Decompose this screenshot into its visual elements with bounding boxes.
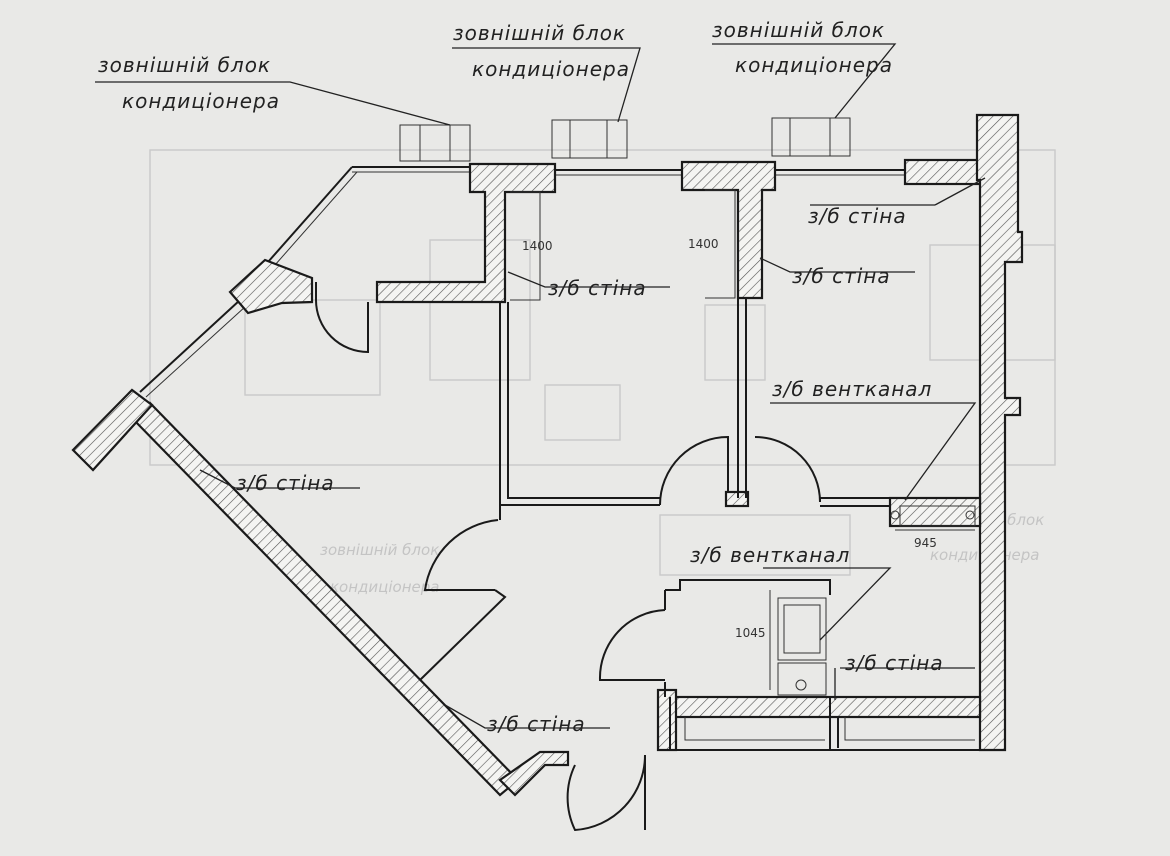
bathroom-fixtures bbox=[777, 505, 976, 696]
wall-top-right bbox=[903, 158, 987, 186]
dimension-room2: 1400 bbox=[688, 237, 719, 251]
wall-diagonal-left bbox=[130, 401, 520, 797]
background-ghost-plan: зовнішній блок кондиціонера зовнішній бл… bbox=[149, 149, 1056, 596]
label-concrete-wall-mid-room: з/б стіна bbox=[792, 264, 891, 288]
label-concrete-wall-top-right: з/б стіна bbox=[808, 204, 907, 228]
door-mid bbox=[659, 435, 729, 506]
leader-lines bbox=[95, 43, 986, 729]
svg-text:кондиціонера: кондиціонера bbox=[330, 578, 439, 596]
door-bathroom bbox=[598, 609, 666, 681]
wall-piece-left bbox=[71, 388, 154, 472]
door-left-room bbox=[423, 519, 499, 591]
walls bbox=[71, 113, 1024, 797]
label-ac-unit-3-line2: кондиціонера bbox=[735, 53, 893, 77]
label-concrete-wall-diagonal: з/б стіна bbox=[236, 471, 335, 495]
label-concrete-wall-bathroom: з/б стіна bbox=[845, 651, 944, 675]
door-mid-right bbox=[754, 436, 821, 503]
wall-top-left bbox=[375, 162, 557, 304]
label-concrete-wall-left-room: з/б стіна bbox=[548, 276, 647, 300]
vent-channel-box bbox=[888, 496, 982, 528]
partitions bbox=[419, 298, 980, 751]
doors bbox=[315, 282, 821, 832]
door-entrance bbox=[566, 754, 647, 832]
label-ac-unit-2-line1: зовнішній блок bbox=[453, 21, 626, 45]
dimension-lines bbox=[510, 189, 975, 690]
wall-top-middle bbox=[680, 160, 777, 300]
wall-bathroom bbox=[673, 695, 982, 719]
dimension-vent: 945 bbox=[914, 536, 937, 550]
svg-text:зовнішній блок: зовнішній блок bbox=[320, 541, 439, 559]
ac-unit-3 bbox=[771, 117, 851, 157]
ac-unit-2 bbox=[551, 119, 628, 159]
label-ac-unit-1-line2: кондиціонера bbox=[122, 89, 280, 113]
label-ac-unit-2-line2: кондиціонера bbox=[472, 57, 630, 81]
wall-piece-upper-left bbox=[228, 258, 314, 315]
wall-right bbox=[975, 113, 1024, 752]
glazing-top bbox=[139, 166, 905, 398]
label-ac-unit-1-line1: зовнішній блок bbox=[98, 53, 271, 77]
label-vent-channel-lower: з/б вентканал bbox=[690, 543, 850, 567]
label-vent-channel-upper: з/б вентканал bbox=[772, 377, 932, 401]
label-concrete-wall-bottom: з/б стіна bbox=[487, 712, 586, 736]
dimension-bath: 1045 bbox=[735, 626, 766, 640]
ac-unit-1 bbox=[399, 124, 471, 162]
wall-bathroom-left bbox=[656, 688, 678, 752]
wall-piece-bottom bbox=[498, 750, 570, 797]
door-upper-left bbox=[315, 282, 369, 354]
dimension-room1: 1400 bbox=[522, 239, 553, 253]
label-ac-unit-3-line1: зовнішній блок bbox=[712, 18, 885, 42]
